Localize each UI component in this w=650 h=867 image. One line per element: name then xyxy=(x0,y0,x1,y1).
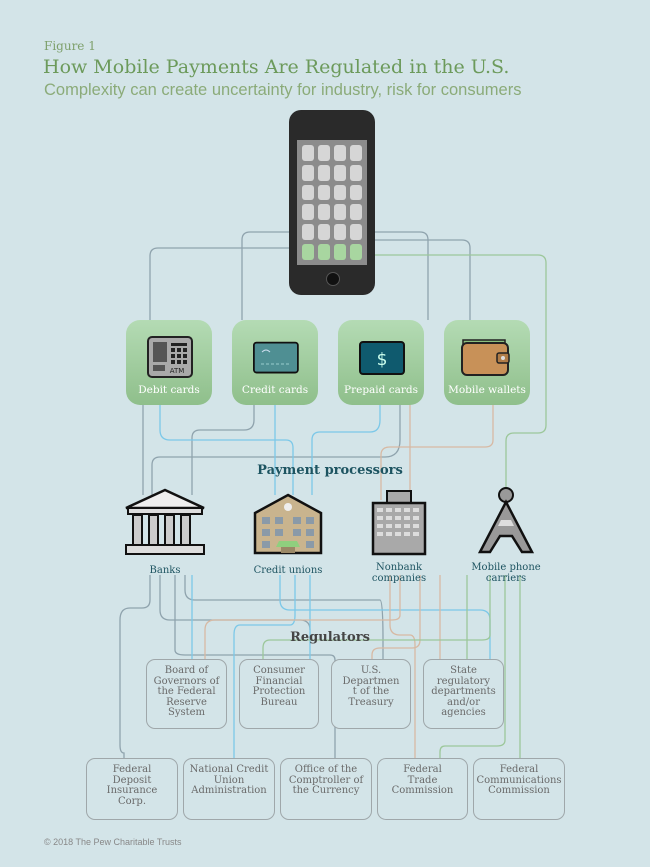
entity-label-banks: Banks xyxy=(149,565,181,576)
entity-label-nonbank-companies: Nonbank companies xyxy=(371,562,427,584)
svg-text:$: $ xyxy=(377,350,388,370)
smartphone-icon xyxy=(289,110,375,295)
copyright-footer: © 2018 The Pew Charitable Trusts xyxy=(44,837,182,847)
payment-method-debit-cards: ATM Debit cards xyxy=(126,320,212,405)
regulator-cfpb: Consumer Financial Protection Bureau xyxy=(239,659,319,729)
credit-union-icon xyxy=(253,493,323,555)
payment-method-label: Prepaid cards xyxy=(344,384,418,396)
regulators-heading: Regulators xyxy=(290,630,370,645)
atm-icon: ATM xyxy=(147,336,193,378)
regulator-treasury: U.S. Departmen t of the Treasury xyxy=(331,659,411,729)
office-building-icon xyxy=(371,490,427,556)
page-title: How Mobile Payments Are Regulated in the… xyxy=(43,56,510,78)
payment-method-credit-cards: Credit cards xyxy=(232,320,318,405)
payment-method-label: Debit cards xyxy=(138,384,200,396)
entity-label-credit-unions: Credit unions xyxy=(253,565,323,576)
credit-card-icon xyxy=(253,341,299,374)
prepaid-card-icon: $ xyxy=(359,341,405,375)
page-subtitle: Complexity can create uncertainty for in… xyxy=(44,81,522,99)
bank-icon xyxy=(125,488,205,555)
regulator-ncua: National Credit Union Administration xyxy=(183,758,275,820)
payment-method-label: Mobile wallets xyxy=(448,384,526,396)
payment-processors-heading: Payment processors xyxy=(257,463,403,478)
payment-method-prepaid-cards: $ Prepaid cards xyxy=(338,320,424,405)
svg-text:ATM: ATM xyxy=(170,367,185,375)
figure-number: Figure 1 xyxy=(44,39,96,53)
regulator-fdic: Federal Deposit Insurance Corp. xyxy=(86,758,178,820)
entity-label-mobile-phone-carriers: Mobile phone carriers xyxy=(471,562,541,584)
payment-method-mobile-wallets: Mobile wallets xyxy=(444,320,530,405)
regulator-state-agencies: State regulatory departments and/or agen… xyxy=(423,659,504,729)
regulator-occ: Office of the Comptroller of the Currenc… xyxy=(280,758,372,820)
wallet-icon xyxy=(461,339,510,376)
regulator-fcc: Federal Communications Commission xyxy=(473,758,565,820)
cell-tower-icon xyxy=(477,487,535,554)
regulator-federal-reserve: Board of Governors of the Federal Reserv… xyxy=(146,659,227,729)
payment-method-label: Credit cards xyxy=(241,384,309,396)
regulator-ftc: Federal Trade Commission xyxy=(377,758,468,820)
